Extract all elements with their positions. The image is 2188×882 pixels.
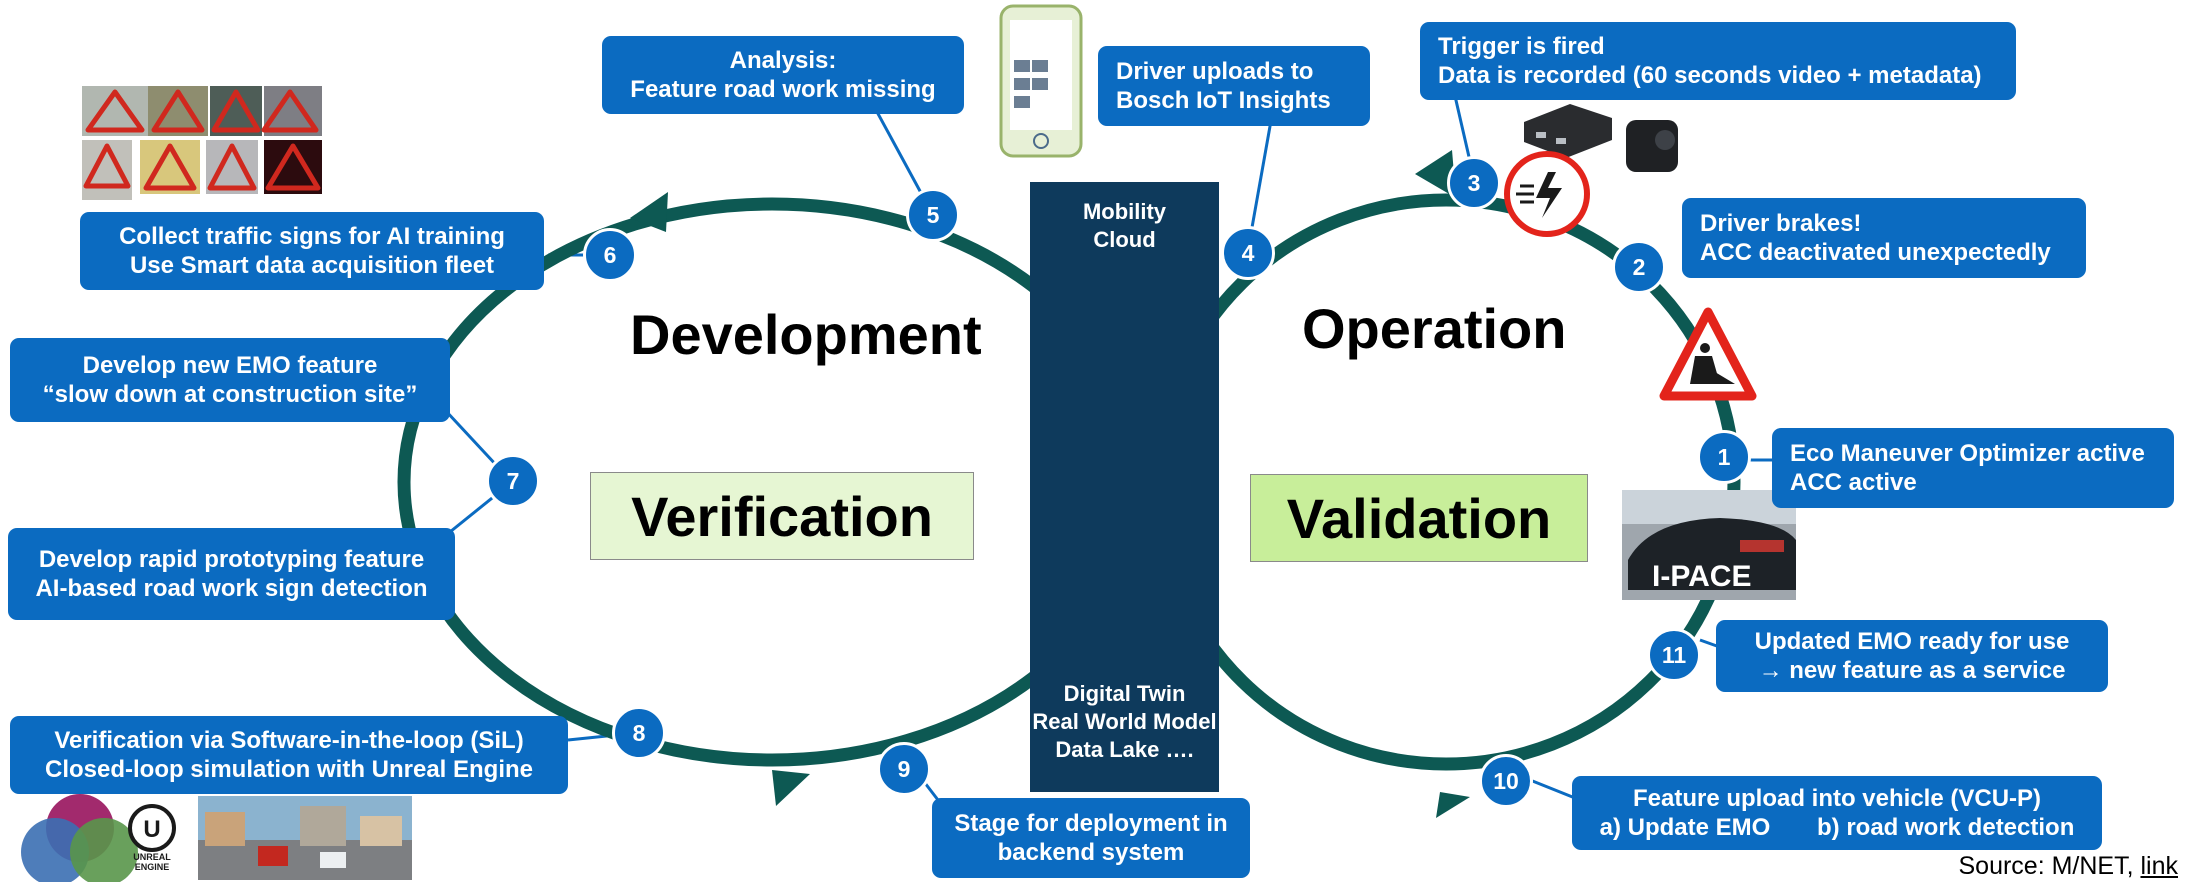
step-1-box: Eco Maneuver Optimizer active ACC active (1772, 428, 2174, 508)
step-5-box: Analysis: Feature road work missing (602, 36, 964, 114)
step-10-number: 10 (1479, 754, 1533, 808)
step-7-lower-box: Develop rapid prototyping feature AI-bas… (8, 528, 455, 620)
step-6-box: Collect traffic signs for AI training Us… (80, 212, 544, 290)
verification-label: Verification (590, 472, 974, 560)
trigger-icon (1504, 151, 1590, 237)
mobility-cloud-title: Mobility Cloud (1082, 199, 1167, 252)
step-11-box: Updated EMO ready for use → new feature … (1716, 620, 2108, 692)
source-note: Source: M/NET, link (1958, 852, 2178, 880)
operation-title: Operation (1302, 297, 1567, 360)
simulation-screenshot-image (198, 796, 412, 880)
step-9-number: 9 (877, 742, 931, 796)
step-2-number: 2 (1612, 240, 1666, 294)
mobility-cloud-panel (1030, 182, 1219, 792)
roadwork-sign-icon (1659, 307, 1757, 401)
step-4-box: Driver uploads to Bosch IoT Insights (1098, 46, 1370, 126)
step-5-number: 5 (906, 188, 960, 242)
i-pace-photo (1622, 490, 1796, 600)
source-link[interactable]: link (2140, 852, 2178, 880)
step-7-upper-box: Develop new EMO feature “slow down at co… (10, 338, 450, 422)
development-title: Development (630, 303, 982, 366)
step-4-number: 4 (1221, 226, 1275, 280)
step-11-number: 11 (1647, 628, 1701, 682)
step-8-box: Verification via Software-in-the-loop (S… (10, 716, 568, 794)
step-7-number: 7 (486, 454, 540, 508)
step-9-box: Stage for deployment in backend system (932, 798, 1250, 878)
i-pace-label: I-PACE (1652, 560, 1752, 593)
step-1-number: 1 (1697, 430, 1751, 484)
unreal-engine-logo: U (128, 804, 176, 852)
step-2-box: Driver brakes! ACC deactivated unexpecte… (1682, 198, 2086, 278)
unreal-engine-text: UNREAL ENGINE (133, 852, 171, 872)
step-3-number: 3 (1447, 156, 1501, 210)
step-3-box: Trigger is fired Data is recorded (60 se… (1420, 22, 2016, 100)
phone-image (999, 4, 1083, 158)
step-8-number: 8 (612, 706, 666, 760)
venn-diagram-image (21, 794, 138, 882)
traffic-signs-collage-image (82, 86, 322, 200)
step-10-box: Feature upload into vehicle (VCU-P) a) U… (1572, 776, 2102, 850)
step-6-number: 6 (583, 228, 637, 282)
recorder-devices-image (1524, 104, 1678, 172)
validation-label: Validation (1250, 474, 1588, 562)
svg-text:U: U (143, 816, 160, 843)
cloud-data-stack: Digital Twin Real World Model Data Lake … (1032, 681, 1217, 762)
